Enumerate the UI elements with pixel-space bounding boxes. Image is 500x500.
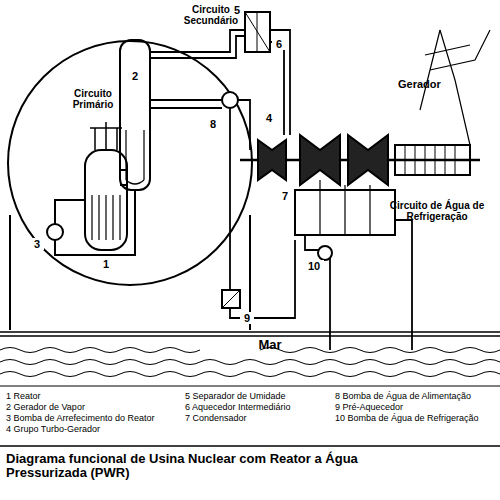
callout-number: 3 <box>30 238 44 250</box>
caption: Diagrama funcional de Usina Nuclear com … <box>6 452 426 481</box>
legend-line: 1 Reator <box>6 392 181 402</box>
reactor-pump <box>47 224 63 240</box>
turbine <box>348 135 388 185</box>
ground-line <box>0 332 500 336</box>
cooling-pipe <box>305 220 412 350</box>
generator-windings <box>405 145 455 175</box>
condenser-detail <box>320 180 370 235</box>
callout-number: 2 <box>128 70 142 82</box>
legend-line: 9 Pré-Aquecedor <box>335 403 498 413</box>
section-label: Circuito de Água de Refrigeração <box>378 200 496 222</box>
legend-line: 2 Gerador de Vapor <box>6 403 181 413</box>
callout-number: 10 <box>304 260 324 272</box>
preheater <box>222 290 240 308</box>
primary-pipe <box>55 170 135 255</box>
callout-number: 4 <box>262 112 276 124</box>
legend-line: 4 Grupo Turbo-Gerador <box>6 425 181 435</box>
callout-number: 9 <box>240 312 254 324</box>
separator-detail <box>245 12 270 52</box>
legend-line: 8 Bomba de Água de Alimentação <box>335 392 498 402</box>
cooling-pump <box>318 246 332 260</box>
moisture-separator <box>245 12 270 52</box>
sea-wave <box>0 372 500 377</box>
legend-line: 7 Condensador <box>185 414 335 424</box>
control-rods <box>90 122 122 150</box>
area-label: Mar <box>250 338 290 352</box>
section-label: Gerador <box>398 78 458 90</box>
reactor-core <box>92 195 120 240</box>
sea-wave <box>0 348 500 353</box>
callout-number: 6 <box>272 38 286 50</box>
feedwater-pump <box>222 92 238 108</box>
generator <box>395 145 470 175</box>
callout-number: 5 <box>230 4 244 16</box>
containment-base <box>10 215 250 330</box>
callout-number: 8 <box>206 118 220 130</box>
callout-number: 7 <box>278 190 292 202</box>
turbine <box>258 140 286 180</box>
preheater-detail <box>222 290 240 308</box>
containment-dome <box>8 41 252 285</box>
callout-number: 1 <box>99 258 113 270</box>
legend-line: 6 Aquecedor Intermediário <box>185 403 335 413</box>
sea-wave <box>0 360 500 365</box>
caption-rule <box>0 445 500 447</box>
turbine <box>300 135 340 185</box>
legend-line: 5 Separador de Umidade <box>185 392 335 402</box>
steam-generator-tubes <box>126 130 144 184</box>
legend-line: 3 Bomba de Arrefecimento do Reator <box>6 414 181 424</box>
legend-rule <box>0 386 500 387</box>
section-label: Circuito Primário <box>62 88 124 110</box>
feedwater-pipe <box>150 100 295 318</box>
steam-generator <box>120 40 150 190</box>
legend-line: 10 Bomba de Água de Refrigeração <box>335 414 498 424</box>
